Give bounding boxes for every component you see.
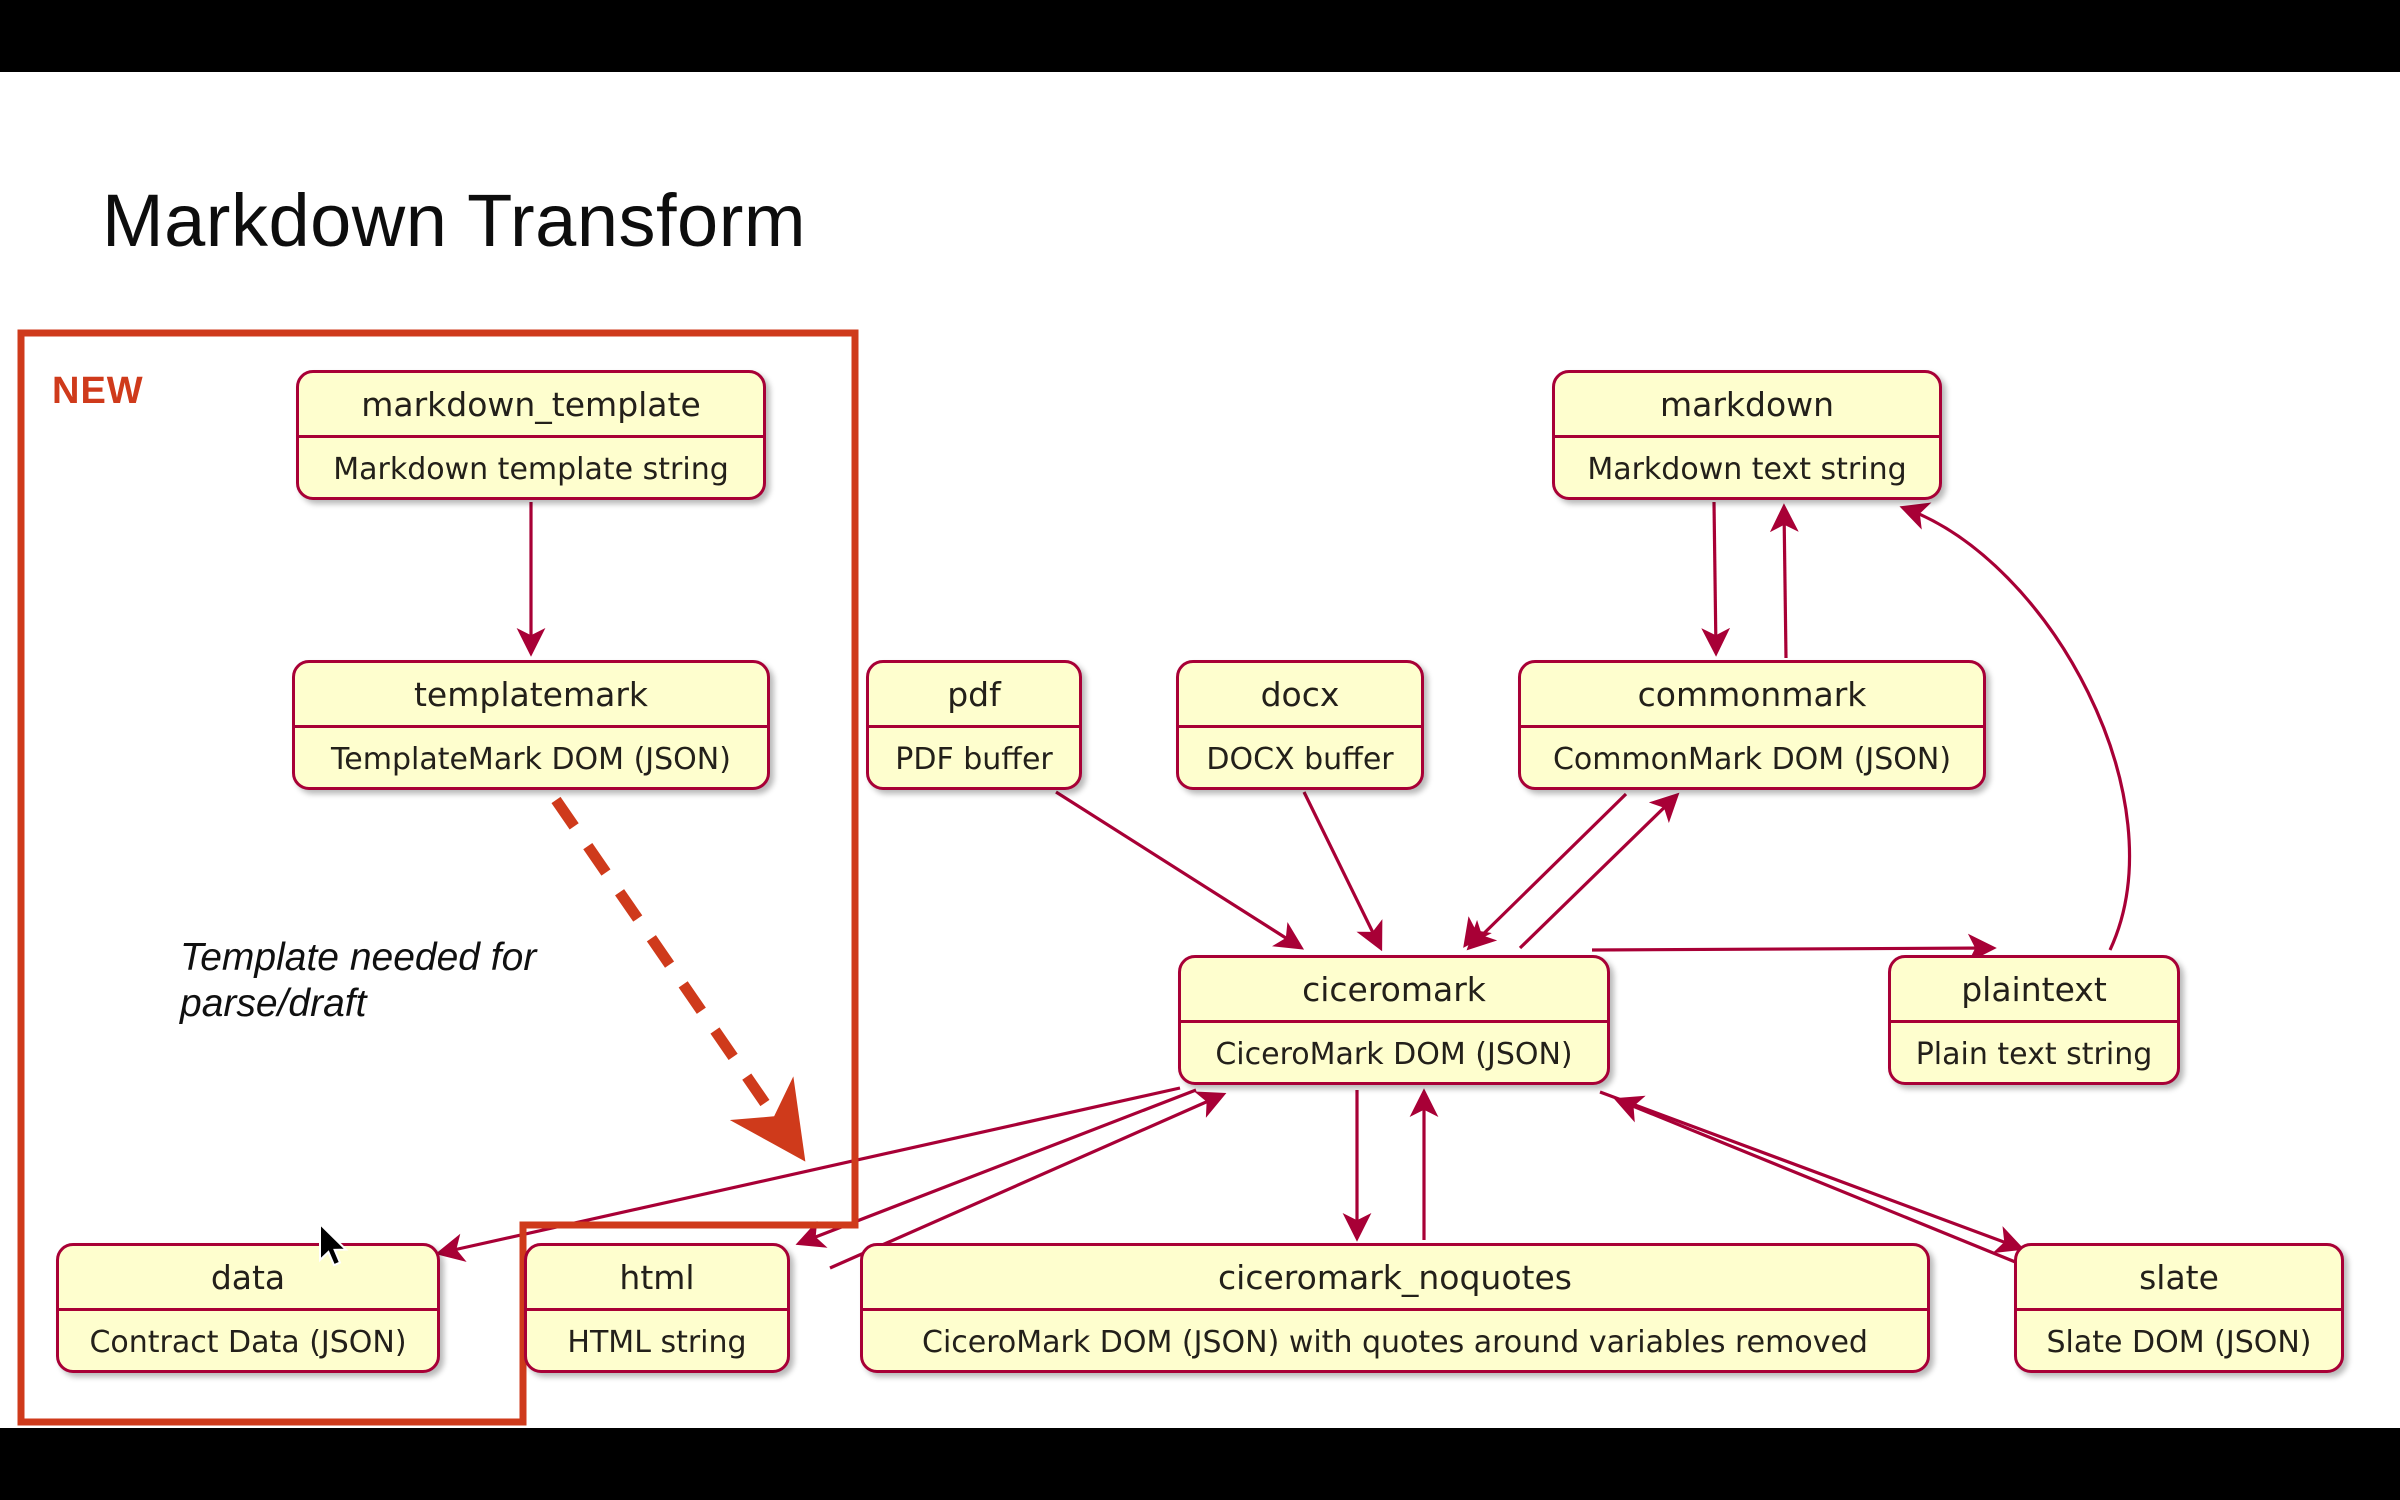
edge-ciceromark-html — [795, 1088, 1197, 1248]
node-data[interactable]: data Contract Data (JSON) — [56, 1243, 440, 1373]
node-commonmark[interactable]: commonmark CommonMark DOM (JSON) — [1518, 660, 1986, 790]
node-pdf[interactable]: pdf PDF buffer — [866, 660, 1082, 790]
node-templatemark[interactable]: templatemark TemplateMark DOM (JSON) — [292, 660, 770, 790]
node-description: Contract Data (JSON) — [89, 1324, 407, 1360]
note-template-needed: Template needed for parse/draft — [180, 936, 537, 1026]
node-description: Plain text string — [1915, 1036, 2153, 1072]
node-name: html — [619, 1257, 695, 1297]
page-title: Markdown Transform — [102, 179, 806, 262]
node-name: markdown — [1659, 384, 1835, 424]
edge-markdown-commonmark — [1701, 501, 1731, 657]
edge-docx-ciceromark — [1302, 791, 1383, 952]
node-divider — [1555, 435, 1939, 438]
node-divider — [863, 1308, 1927, 1311]
node-divider — [2017, 1308, 2341, 1311]
letterbox-bottom — [0, 1428, 2400, 1500]
edge-ciceromark-slate — [1599, 1090, 2025, 1254]
node-name: pdf — [947, 674, 1001, 714]
edge-pdf-ciceromark — [1055, 790, 1305, 950]
node-name: markdown_template — [361, 384, 701, 424]
node-divider — [869, 725, 1079, 728]
edge-commonmark-markdown — [1769, 503, 1799, 659]
node-description: CommonMark DOM (JSON) — [1552, 741, 1952, 777]
node-divider — [1181, 1020, 1607, 1023]
letterbox-top — [0, 0, 2400, 72]
edge-plaintext-markdown — [1899, 502, 2132, 951]
node-description: CiceroMark DOM (JSON) — [1215, 1036, 1573, 1072]
node-name: slate — [2139, 1257, 2219, 1297]
node-description: PDF buffer — [895, 741, 1053, 777]
node-docx[interactable]: docx DOCX buffer — [1176, 660, 1424, 790]
node-name: templatemark — [413, 674, 648, 714]
node-slate[interactable]: slate Slate DOM (JSON) — [2014, 1243, 2344, 1373]
node-divider — [1521, 725, 1983, 728]
node-description: Slate DOM (JSON) — [2046, 1324, 2312, 1360]
node-description: DOCX buffer — [1206, 741, 1394, 777]
node-plaintext[interactable]: plaintext Plain text string — [1888, 955, 2180, 1085]
node-name: ciceromark — [1302, 969, 1486, 1009]
node-name: commonmark — [1637, 674, 1867, 714]
node-name: plaintext — [1961, 969, 2107, 1009]
node-markdown[interactable]: markdown Markdown text string — [1552, 370, 1942, 500]
node-description: Markdown text string — [1587, 451, 1907, 487]
node-divider — [1179, 725, 1421, 728]
edge-ciceromark-data — [435, 1086, 1181, 1262]
node-name: docx — [1260, 674, 1340, 714]
edge-commonmark-ciceromark — [1466, 792, 1628, 951]
node-html[interactable]: html HTML string — [524, 1243, 790, 1373]
edge-ciceromark-plaintext — [1591, 933, 1997, 963]
node-name: ciceromark_noquotes — [1218, 1257, 1572, 1297]
new-badge-label: NEW — [52, 370, 144, 412]
node-ciceromark_noquotes[interactable]: ciceromark_noquotes CiceroMark DOM (JSON… — [860, 1243, 1930, 1373]
edge-slate-ciceromark — [1613, 1095, 2031, 1270]
node-description: HTML string — [567, 1324, 747, 1360]
node-description: CiceroMark DOM (JSON) with quotes around… — [922, 1324, 1868, 1360]
node-markdown_template[interactable]: markdown_template Markdown template stri… — [296, 370, 766, 500]
mouse-cursor-icon — [319, 1222, 349, 1267]
node-ciceromark[interactable]: ciceromark CiceroMark DOM (JSON) — [1178, 955, 1610, 1085]
node-divider — [1891, 1020, 2177, 1023]
node-name: data — [210, 1257, 286, 1297]
edge-html-ciceromark — [829, 1091, 1227, 1270]
node-description: TemplateMark DOM (JSON) — [331, 741, 731, 777]
edge-ciceromark-commonmark — [1518, 792, 1680, 950]
node-description: Markdown template string — [333, 451, 729, 487]
